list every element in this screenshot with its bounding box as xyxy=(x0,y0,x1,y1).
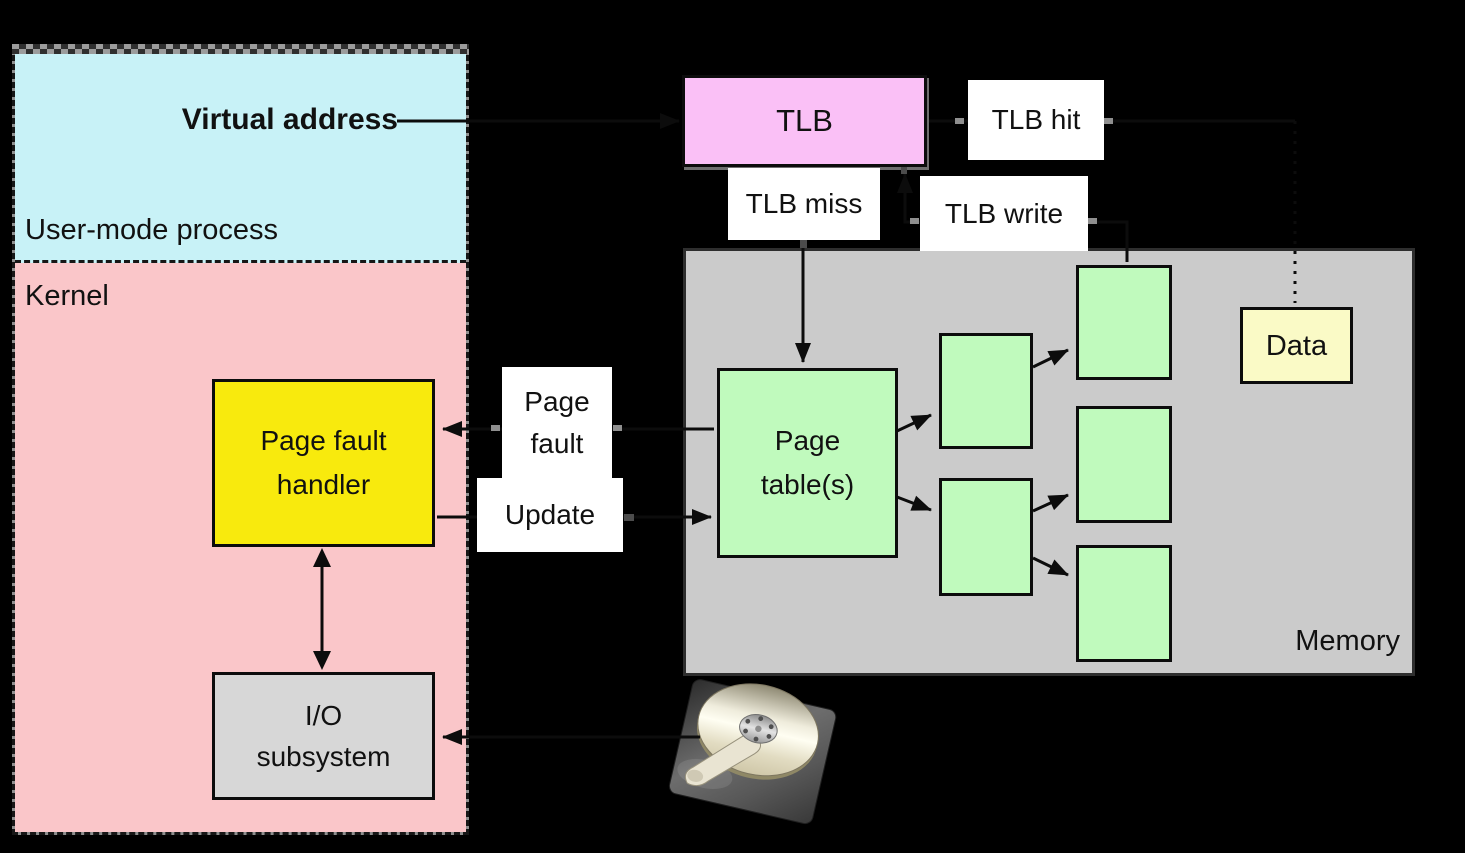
data-box-label: Data xyxy=(1265,329,1328,362)
page-tables-line2: table(s) xyxy=(760,469,855,500)
disk-body-group xyxy=(668,679,837,825)
tlb-write-flow-label: TLB write xyxy=(920,176,1088,251)
user-mode-process-label: User-mode process xyxy=(25,214,279,246)
tlb-miss-flow-label: TLB miss xyxy=(728,168,880,240)
page-fault-handler-box: Page fault handler xyxy=(212,379,435,547)
stub-tlb-write-right xyxy=(1088,218,1097,224)
virtual-address-label: Virtual address xyxy=(181,103,398,136)
page-frame-box-1 xyxy=(939,333,1033,449)
stub-tlb-hit-right xyxy=(1104,118,1113,124)
page-fault-flow-line2: fault xyxy=(530,427,584,459)
transparency-checker-strip xyxy=(12,44,469,54)
stub-tlb-write-left xyxy=(910,218,919,224)
page-tables-line1: Page xyxy=(774,425,841,456)
stub-update-right xyxy=(624,514,634,521)
user-mode-section xyxy=(15,49,466,263)
hub-screws xyxy=(743,716,774,742)
stub-tlb-miss-tick xyxy=(800,240,807,248)
kernel-label: Kernel xyxy=(25,280,109,312)
tlb-miss-flow-text: TLB miss xyxy=(745,188,863,219)
hard-disk-icon xyxy=(668,679,837,825)
tlb-write-flow-text: TLB write xyxy=(944,197,1064,229)
stub-page-fault-right xyxy=(613,425,622,431)
update-flow-label: Update xyxy=(477,478,623,552)
page-fault-flow-label: Page fault xyxy=(502,367,612,478)
page-fault-handler-line2: handler xyxy=(276,469,371,500)
tlb-hit-flow-label: TLB hit xyxy=(968,80,1104,160)
page-tables-box: Page table(s) xyxy=(717,368,898,558)
page-fault-flow-line1: Page xyxy=(524,385,590,417)
memory-label: Memory xyxy=(1295,625,1400,657)
update-flow-text: Update xyxy=(504,499,596,530)
io-subsystem-line2: subsystem xyxy=(256,741,391,772)
page-frame-box-4 xyxy=(1076,406,1172,523)
tlb-hit-flow-text: TLB hit xyxy=(991,104,1081,135)
io-subsystem-line1: I/O xyxy=(304,700,343,731)
actuator-pivot xyxy=(687,769,704,782)
stub-page-fault-left xyxy=(491,425,500,431)
io-subsystem-box: I/O subsystem xyxy=(212,672,435,800)
page-frame-box-5 xyxy=(1076,545,1172,662)
page-frame-box-3 xyxy=(1076,265,1172,380)
tlb-box-label: TLB xyxy=(776,103,833,138)
stub-tlb-hit-left xyxy=(955,118,964,124)
tlb-box: TLB xyxy=(682,75,927,167)
hub-center xyxy=(755,725,762,733)
page-frame-box-2 xyxy=(939,478,1033,596)
stub-tlb-write-tick xyxy=(901,167,907,174)
data-box: Data xyxy=(1240,307,1353,384)
page-fault-handler-line1: Page fault xyxy=(260,425,387,456)
